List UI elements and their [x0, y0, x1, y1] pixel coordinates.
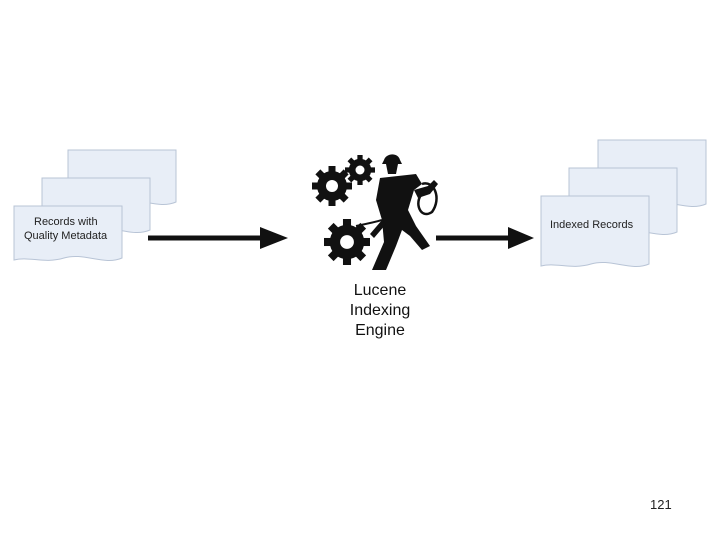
page-number: 121 — [650, 497, 672, 512]
input-documents-label: Records with Quality Metadata — [24, 215, 120, 243]
engine-label: Lucene Indexing Engine — [320, 281, 440, 341]
gear-icon-bottom — [324, 219, 370, 265]
input-label-line-1: Records with — [34, 216, 98, 228]
engine-label-line-1: Lucene — [353, 282, 407, 299]
input-label-line-2: Quality Metadata — [24, 230, 108, 242]
worker-figure-icon — [370, 154, 438, 270]
indexing-engine-illustration — [312, 154, 438, 270]
engine-to-output-arrow — [436, 227, 534, 249]
worker-hose — [417, 182, 438, 216]
engine-label-line-3: Engine — [355, 322, 405, 339]
output-documents-label: Indexed Records — [550, 219, 634, 231]
input-document-front: Records with Quality Metadata — [13, 205, 124, 266]
gear-icon-top-middle — [345, 155, 375, 185]
output-document-front: Indexed Records — [540, 195, 651, 272]
engine-label-line-2: Indexing — [349, 302, 411, 319]
input-to-engine-arrow — [148, 227, 288, 249]
